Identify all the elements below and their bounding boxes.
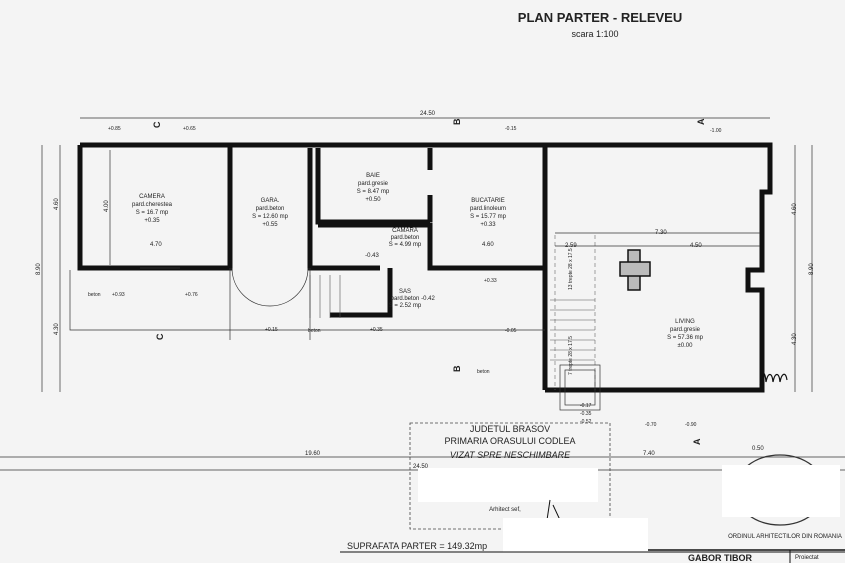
svg-text:C: C [155, 333, 165, 340]
svg-text:A: A [692, 438, 702, 445]
svg-text:CAMARA: CAMARA [392, 228, 418, 234]
surface-total: SUPRAFATA PARTER = 149.32mp [347, 541, 487, 551]
svg-text:-0.70: -0.70 [645, 422, 657, 428]
svg-text:-0.52: -0.52 [580, 419, 592, 425]
dimension-lines: 24.50 8.90 4.60 4.30 4.60 4.30 8.90 19.6… [0, 111, 845, 471]
dim-projection: 0.50 [752, 446, 764, 452]
svg-text:pard.linoleum: pard.linoleum [470, 206, 506, 212]
section-markers: C C B B A A [152, 118, 706, 445]
svg-text:7.30: 7.30 [655, 230, 667, 236]
svg-text:pard.gresie: pard.gresie [670, 327, 701, 333]
dim-depth-left: 8.90 [36, 263, 42, 275]
staircase: 13 trepte 28 x 17.5 7 trepte 28 x 17.5 [309, 235, 601, 411]
dim-total-length: 24.50 [420, 111, 436, 117]
svg-text:+0.55: +0.55 [262, 222, 278, 228]
svg-text:BAIE: BAIE [366, 173, 380, 179]
dim-lower-right: 4.30 [792, 333, 798, 345]
exterior-label: beton [88, 292, 101, 298]
svg-text:A: A [696, 118, 706, 125]
svg-text:PRIMARIA ORASULUI CODLEA: PRIMARIA ORASULUI CODLEA [444, 436, 575, 446]
svg-text:+0.93: +0.93 [112, 292, 125, 298]
svg-text:S = 57.36 mp: S = 57.36 mp [667, 335, 704, 341]
svg-text:S = 2.52 mp: S = 2.52 mp [389, 303, 422, 309]
title-block-name: GABOR TIBOR [688, 553, 752, 563]
svg-text:-0.17: -0.17 [580, 403, 592, 409]
plan-title: PLAN PARTER - RELEVEU [518, 10, 682, 25]
svg-text:-0.43: -0.43 [365, 253, 379, 259]
svg-text:+0.35: +0.35 [370, 327, 383, 333]
dim-upper-right: 4.60 [792, 203, 798, 215]
svg-text:B: B [452, 118, 462, 125]
svg-text:C: C [152, 121, 162, 128]
svg-text:+0.15: +0.15 [265, 327, 278, 333]
svg-text:+0.50: +0.50 [365, 197, 381, 203]
signature [759, 372, 788, 386]
svg-text:JUDETUL BRASOV: JUDETUL BRASOV [470, 424, 550, 434]
title-block-role: Proiectat [795, 555, 819, 561]
stair-label-main: 13 trepte 28 x 17.5 [568, 248, 574, 290]
dim-bottom-total: 24.50 [413, 464, 429, 470]
dim-lower-left: 4.30 [54, 323, 60, 335]
room-camera: CAMERA pard.cherestea S = 16.7 mp +0.35 … [104, 150, 173, 265]
room-garage: GARA. pard.beton S = 12.60 mp +0.55 [252, 198, 289, 228]
dim-camera-depth: 4.00 [104, 200, 110, 212]
svg-text:S = 16.7 mp: S = 16.7 mp [136, 210, 169, 216]
svg-text:-0.35: -0.35 [580, 411, 592, 417]
svg-text:2.59: 2.59 [565, 243, 577, 249]
svg-text:+0.76: +0.76 [185, 292, 198, 298]
svg-text:S = 8.47 mp: S = 8.47 mp [357, 189, 390, 195]
svg-text:SAS: SAS [399, 289, 411, 295]
svg-text:-0.90: -0.90 [685, 422, 697, 428]
svg-text:-0.05: -0.05 [505, 328, 517, 334]
svg-text:BUCATARIE: BUCATARIE [471, 198, 504, 204]
svg-text:4.50: 4.50 [690, 243, 702, 249]
svg-text:LIVING: LIVING [675, 319, 695, 325]
walls [77, 142, 773, 393]
svg-text:B: B [452, 365, 462, 372]
svg-text:S = 4.99 mp: S = 4.99 mp [389, 242, 422, 248]
svg-text:+0.33: +0.33 [480, 222, 496, 228]
dim-left-width: 19.60 [305, 451, 321, 457]
svg-text:+0.65: +0.65 [183, 126, 196, 132]
room-living: LIVING pard.gresie S = 57.36 mp ±0.00 7.… [555, 230, 760, 349]
svg-text:+0.85: +0.85 [108, 126, 121, 132]
svg-text:pard.beton: pard.beton [391, 296, 420, 302]
redacted-area [503, 518, 648, 552]
svg-text:VIZAT SPRE NESCHIMBARE: VIZAT SPRE NESCHIMBARE [450, 450, 571, 460]
stair-label-secondary: 7 trepte 28 x 17.5 [568, 336, 574, 375]
dim-upper-left: 4.60 [54, 198, 60, 210]
svg-text:4.70: 4.70 [150, 242, 162, 248]
garage-doors [69, 267, 545, 340]
svg-text:GARA.: GARA. [261, 198, 280, 204]
svg-text:-1.00: -1.00 [710, 128, 722, 134]
svg-text:S = 15.77 mp: S = 15.77 mp [470, 214, 507, 220]
svg-text:pard.cherestea: pard.cherestea [132, 202, 173, 208]
level-tags: +0.85 +0.65 -0.15 -1.00 +0.93 +0.76 +0.1… [108, 126, 722, 428]
svg-text:±0.00: ±0.00 [678, 343, 694, 349]
svg-text:-0.15: -0.15 [505, 126, 517, 132]
exterior-label: beton [477, 369, 490, 375]
approval-stamp: JUDETUL BRASOV PRIMARIA ORASULUI CODLEA … [409, 422, 611, 530]
svg-text:-0.42: -0.42 [421, 296, 435, 302]
room-bucatarie: BUCATARIE pard.linoleum S = 15.77 mp +0.… [470, 198, 507, 248]
dim-depth-right: 8.90 [809, 263, 815, 275]
svg-text:pard.beton: pard.beton [256, 206, 285, 212]
svg-text:CAMERA: CAMERA [139, 194, 165, 200]
svg-text:pard.beton: pard.beton [391, 235, 420, 241]
svg-text:ORDINUL ARHITECTILOR DIN ROMAN: ORDINUL ARHITECTILOR DIN ROMANIA [728, 534, 842, 540]
svg-text:4.60: 4.60 [482, 242, 494, 248]
svg-text:pard.gresie: pard.gresie [358, 181, 389, 187]
exterior-label: beton [308, 328, 321, 334]
svg-text:S = 12.60 mp: S = 12.60 mp [252, 214, 289, 220]
svg-text:Arhitect sef,: Arhitect sef, [489, 507, 521, 513]
dim-right-width: 7.40 [643, 451, 655, 457]
room-camara: CAMARA pard.beton S = 4.99 mp -0.43 [365, 228, 422, 259]
room-sas: SAS pard.beton S = 2.52 mp -0.42 [389, 289, 436, 309]
svg-text:+0.33: +0.33 [484, 278, 497, 284]
architect-seal: ORDINUL ARHITECTILOR DIN ROMANIA [722, 454, 842, 540]
plan-scale: scara 1:100 [571, 29, 618, 39]
room-baie: BAIE pard.gresie S = 8.47 mp +0.50 [357, 173, 390, 203]
svg-text:+0.35: +0.35 [144, 218, 160, 224]
